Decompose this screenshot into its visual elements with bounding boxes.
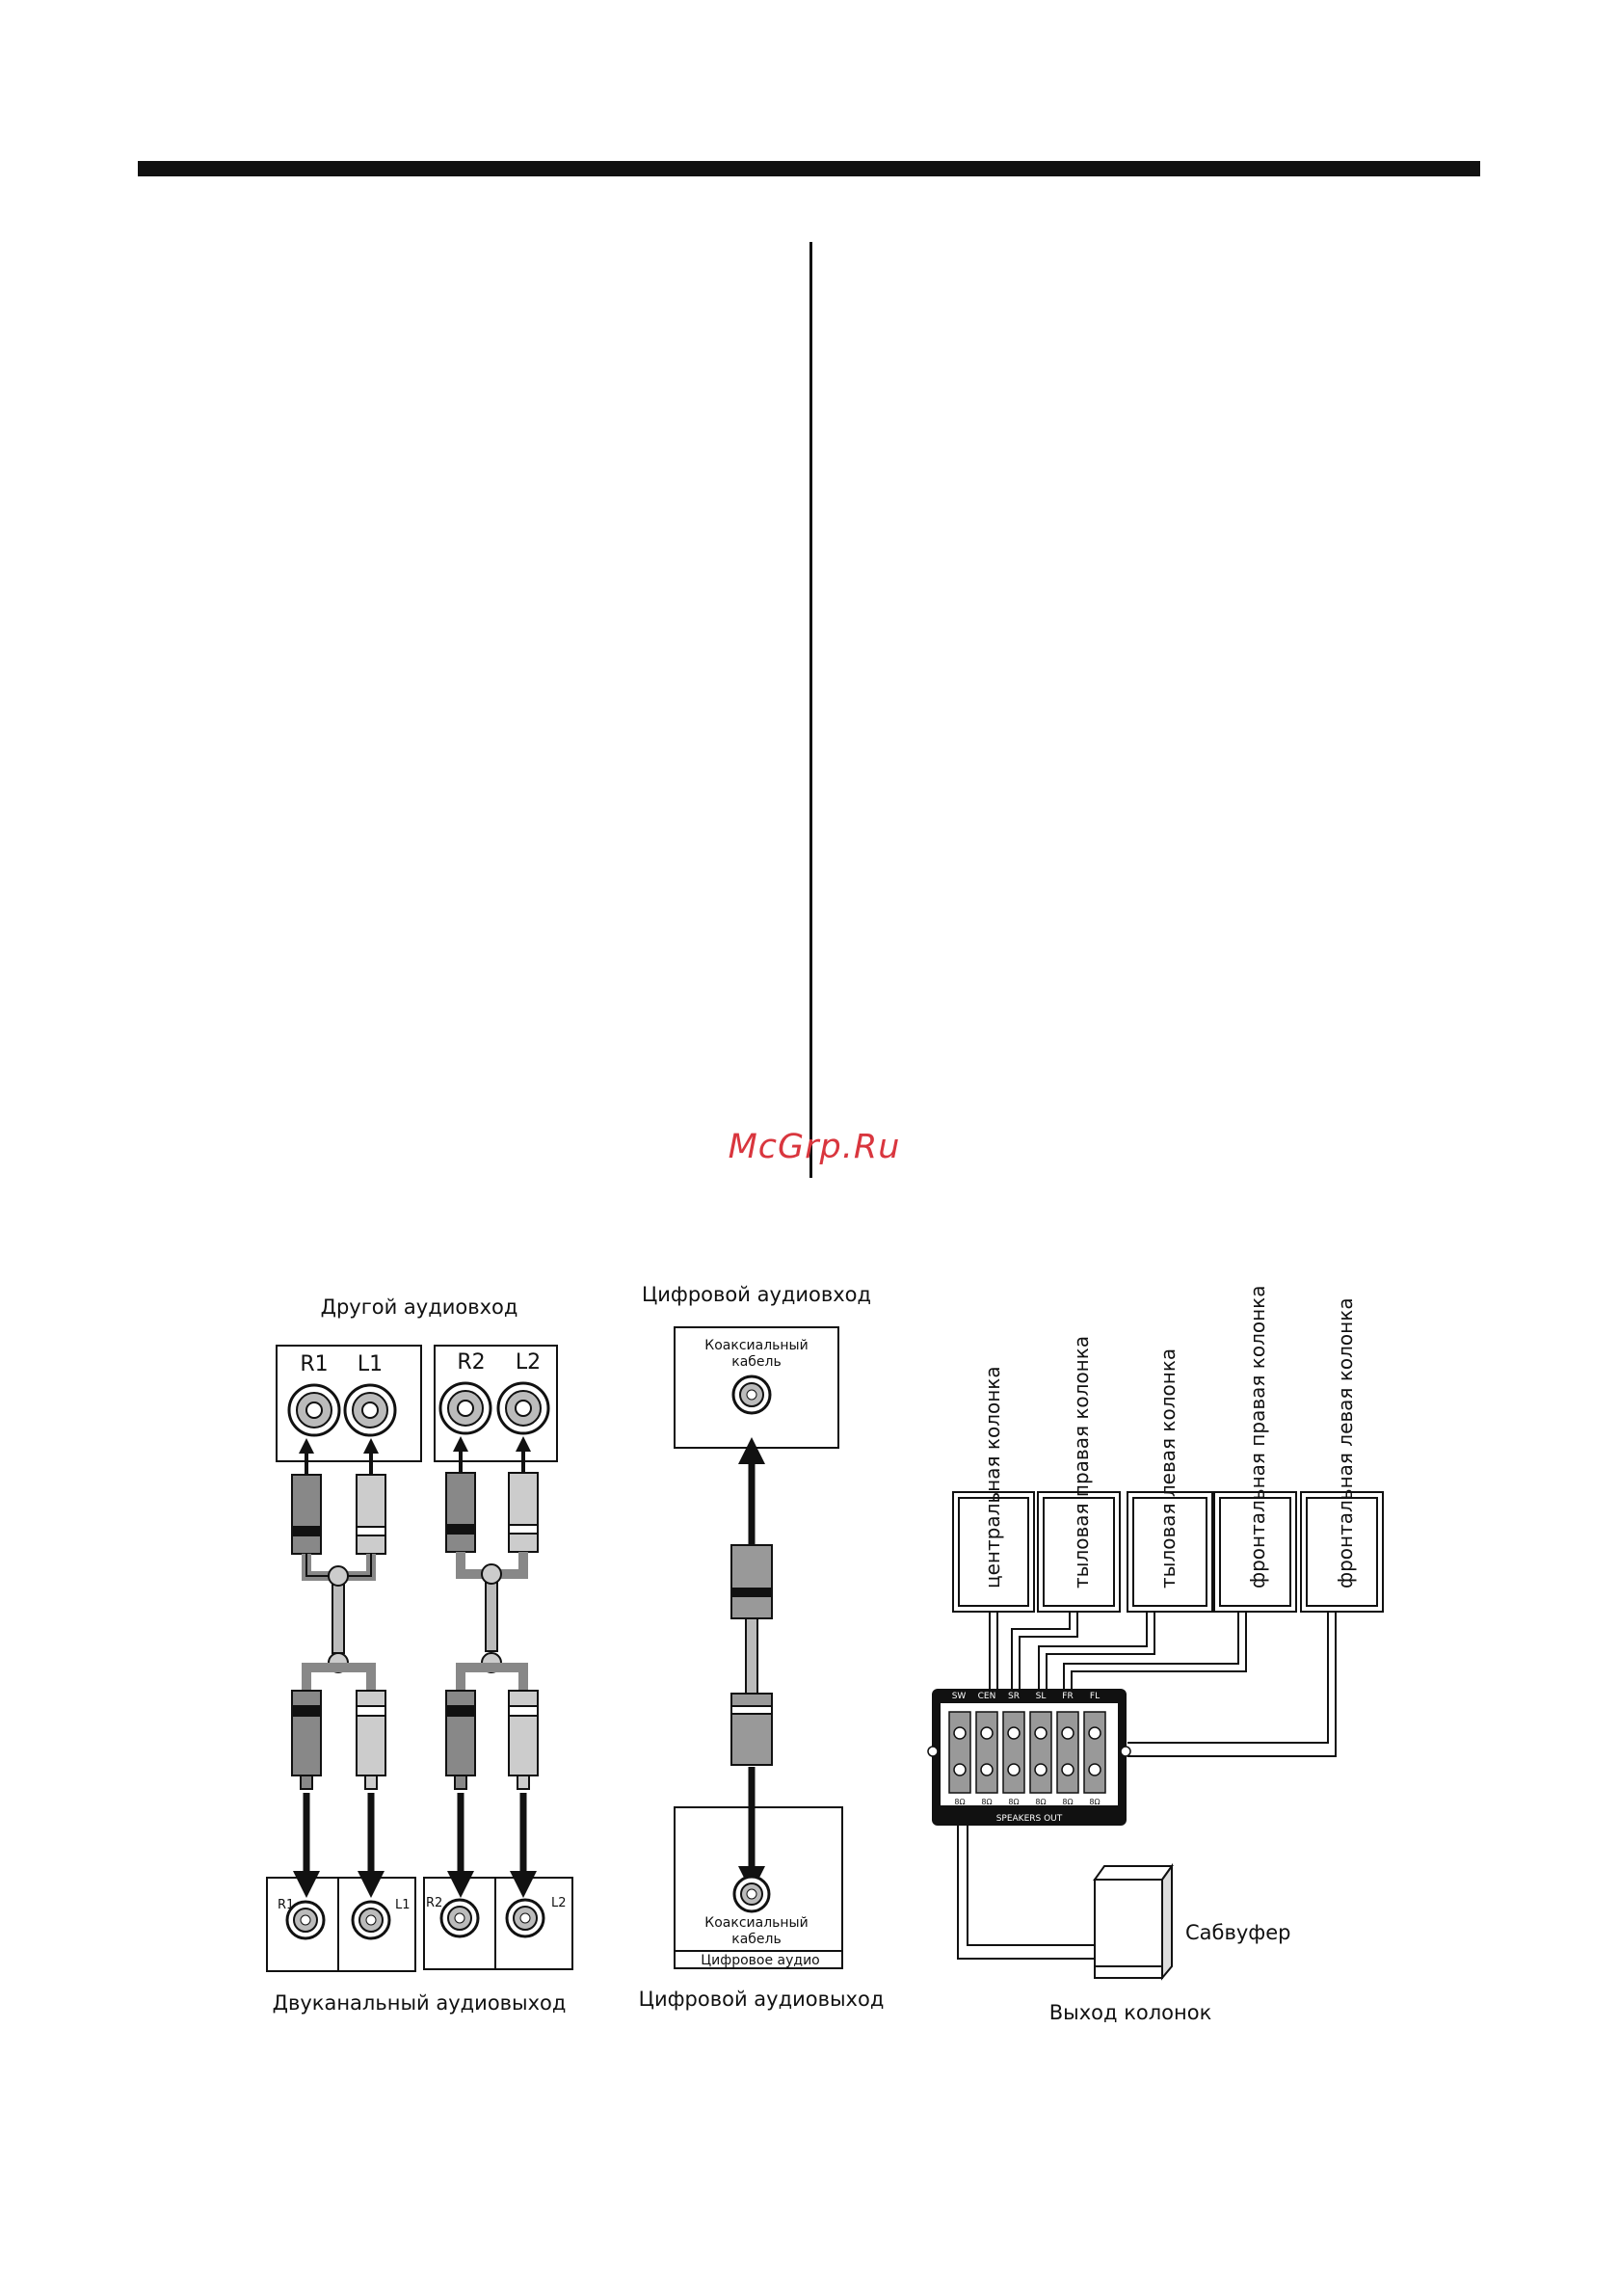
analog-panel: Другой аудиовход R1 L1 R2 L2 xyxy=(266,1295,573,2015)
rca-jack-in-r1 xyxy=(287,1383,341,1437)
digital-input-title: Цифровой аудиовход xyxy=(642,1283,871,1306)
analog-input-title: Другой аудиовход xyxy=(321,1295,518,1319)
coax-bottom-line2: кабель xyxy=(731,1932,781,1947)
terminal-label-cen: CEN xyxy=(978,1692,996,1701)
speaker-box-front-left xyxy=(1300,1491,1384,1613)
rca-jack-out-r1 xyxy=(285,1900,326,1940)
input-box-1 xyxy=(276,1345,422,1462)
digital-output-title: Цифровой аудиовыход xyxy=(639,1988,885,2011)
speaker-box-rear-right xyxy=(1037,1491,1121,1613)
jack-label-l2: L2 xyxy=(516,1350,541,1375)
rca-cable-set-1 xyxy=(291,1474,386,1790)
jack-label-l1: L1 xyxy=(358,1352,383,1376)
speaker-box-front-right xyxy=(1213,1491,1297,1613)
rca-jack-out-l2 xyxy=(505,1898,545,1938)
top-rule xyxy=(138,161,1480,176)
subwoofer-label: Сабвуфер xyxy=(1185,1921,1291,1944)
rca-jack-in-l2 xyxy=(496,1381,550,1435)
terminal-label-sl: SL xyxy=(1036,1692,1047,1701)
digital-output-box xyxy=(674,1806,843,1969)
coax-cable xyxy=(730,1544,773,1766)
input-box-2 xyxy=(434,1345,558,1462)
ohm-label-5: 8Ω xyxy=(1062,1798,1073,1806)
out-label-l2: L2 xyxy=(551,1896,567,1910)
watermark: McGrp.Ru xyxy=(728,1128,901,1166)
out-label-l1: L1 xyxy=(395,1898,411,1912)
digital-audio-label: Цифровое аудио xyxy=(701,1953,819,1968)
rca-jack-in-r2 xyxy=(438,1381,492,1435)
jack-label-r1: R1 xyxy=(300,1352,328,1376)
ohm-label-3: 8Ω xyxy=(1008,1798,1019,1806)
label-rear-right-speaker: тыловая правая колонка xyxy=(1070,1336,1093,1589)
coax-top-line2: кабель xyxy=(731,1354,781,1370)
coax-jack-in xyxy=(731,1375,772,1415)
rca-jack-out-l1 xyxy=(351,1900,391,1940)
speakers-out-label: SPEAKERS OUT xyxy=(996,1814,1063,1824)
subwoofer-icon xyxy=(1093,1862,1174,1981)
rca-jack-in-l1 xyxy=(343,1383,397,1437)
rca-cable-set-2 xyxy=(445,1472,539,1790)
digital-panel: Цифровой аудиовход Коаксиальный кабель К… xyxy=(639,1283,885,2011)
speaker-output-label: Выход колонок xyxy=(1049,2001,1212,2024)
label-rear-left-speaker: тыловая левая колонка xyxy=(1156,1348,1180,1589)
analog-output-title: Двуканальный аудиовыход xyxy=(273,1991,567,2015)
terminal-label-fl: FL xyxy=(1090,1692,1100,1701)
speaker-terminal-block: SW CEN SR SL FR FL 8Ω 8Ω 8Ω xyxy=(927,1689,1131,1826)
terminal-label-sw: SW xyxy=(952,1692,967,1701)
output-box-l2 xyxy=(494,1877,573,1970)
column-divider xyxy=(809,242,812,1178)
ohm-label-2: 8Ω xyxy=(981,1798,992,1806)
speaker-panel: центральная колонка тыловая правая колон… xyxy=(927,1285,1384,2024)
terminal-label-sr: SR xyxy=(1008,1692,1020,1701)
terminal-label-fr: FR xyxy=(1062,1692,1073,1701)
label-front-right-speaker: фронтальная правая колонка xyxy=(1246,1285,1269,1589)
ohm-label-1: 8Ω xyxy=(954,1798,965,1806)
rca-jack-out-r2 xyxy=(439,1898,480,1938)
ohm-label-4: 8Ω xyxy=(1035,1798,1046,1806)
output-box-l1 xyxy=(337,1877,416,1972)
ohm-label-6: 8Ω xyxy=(1089,1798,1100,1806)
label-center-speaker: центральная колонка xyxy=(981,1366,1004,1589)
jack-label-r2: R2 xyxy=(457,1350,485,1375)
coax-bottom-line1: Коаксиальный xyxy=(704,1915,808,1931)
out-label-r2: R2 xyxy=(426,1896,442,1910)
coax-top-line1: Коаксиальный xyxy=(704,1338,808,1353)
speaker-box-rear-left xyxy=(1127,1491,1213,1613)
coax-jack-out xyxy=(732,1875,771,1913)
label-front-left-speaker: фронтальная левая колонка xyxy=(1334,1297,1357,1589)
speaker-box-center xyxy=(952,1491,1035,1613)
